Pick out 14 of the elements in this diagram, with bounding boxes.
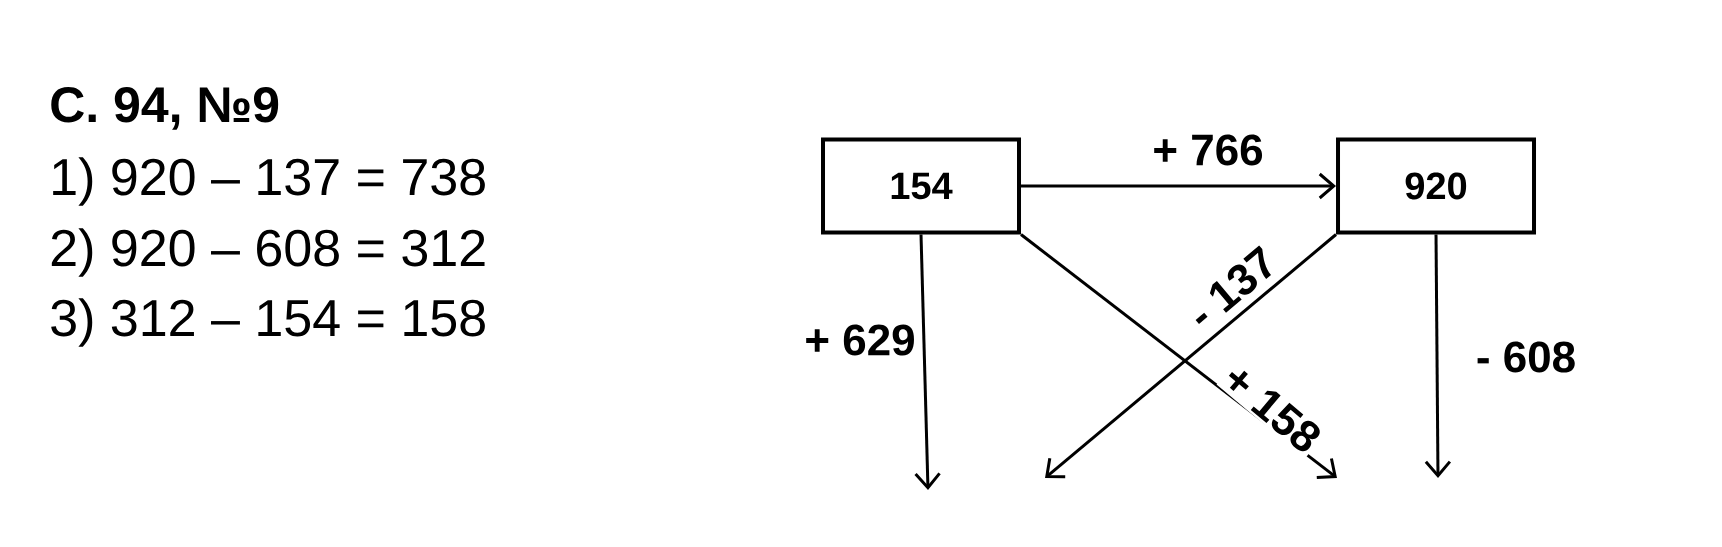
edge-label: + 629 <box>802 322 918 358</box>
equation-text: 3) 312 – 154 = 158 <box>51 298 485 347</box>
edge-label: + 766 <box>1150 132 1266 168</box>
equation-text: 1) 920 – 137 = 738 <box>53 157 485 206</box>
heading: С. 94, №9 <box>51 87 279 130</box>
edge-label: - 608 <box>1473 339 1579 375</box>
arrow <box>914 234 941 490</box>
number-box: 154 <box>821 137 1021 235</box>
arrow <box>1021 172 1336 200</box>
number-box: 920 <box>1336 137 1536 235</box>
arrow <box>1424 234 1452 478</box>
edge-label: + 158 <box>1216 357 1328 459</box>
equation-text: 2) 920 – 608 = 312 <box>51 228 485 277</box>
edge-label: - 137 <box>1180 241 1284 335</box>
